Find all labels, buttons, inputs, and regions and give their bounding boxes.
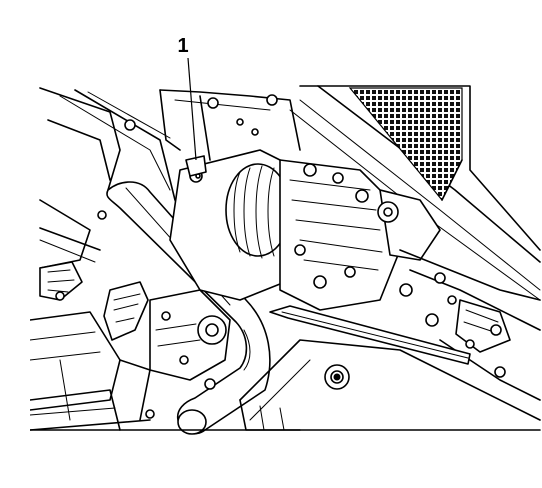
firewall-panel bbox=[159, 89, 301, 161]
bottom-frame-lines bbox=[30, 389, 301, 431]
callout-1: 1 bbox=[177, 35, 197, 161]
callout-label: 1 bbox=[177, 35, 188, 57]
engine-right-block bbox=[279, 159, 441, 311]
diagonal-cable bbox=[269, 305, 471, 365]
lower-center-components bbox=[119, 289, 231, 421]
left-connectors bbox=[39, 261, 149, 341]
right-wiring-harness bbox=[399, 249, 541, 401]
drawing-body bbox=[30, 85, 541, 435]
lower-right-panel bbox=[239, 339, 541, 431]
cowl-grille-panel bbox=[289, 85, 541, 301]
callout-leader-line bbox=[187, 57, 197, 161]
